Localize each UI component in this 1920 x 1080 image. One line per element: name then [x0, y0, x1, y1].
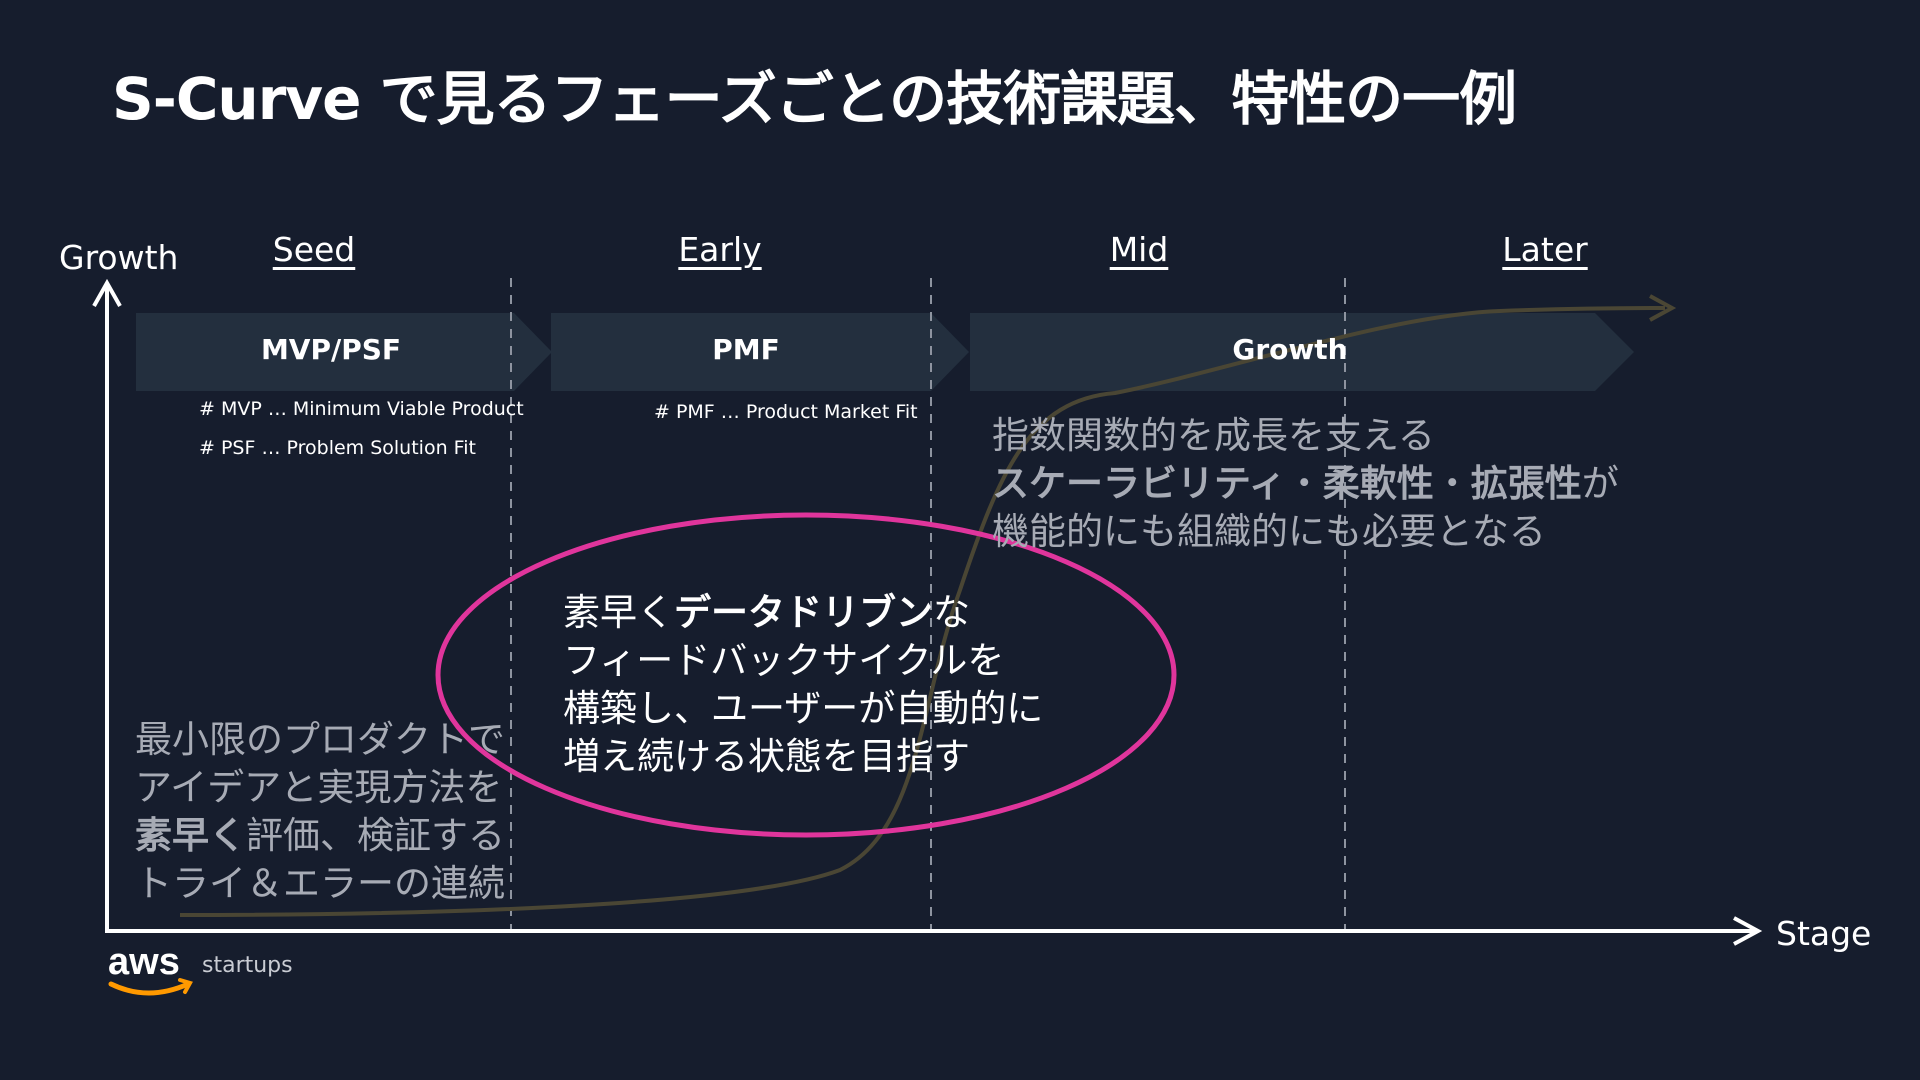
y-axis-label: Growth	[59, 238, 179, 277]
seed-line-3-bold: 素早く	[135, 814, 246, 857]
stage-label-later: Later	[1502, 230, 1588, 269]
mid-line-1: 指数関数的を成長を支える	[992, 414, 1435, 457]
mid-line-3: 機能的にも組織的にも必要となる	[992, 510, 1546, 553]
early-line-3: 構築し、ユーザーが自動的に	[563, 687, 1044, 730]
highlight-ellipse	[435, 512, 1177, 838]
seed-line-2: アイデアと実現方法を	[135, 766, 503, 809]
x-axis-label: Stage	[1776, 914, 1872, 953]
early-line-1-post: な	[933, 591, 970, 634]
chevron-growth	[970, 313, 1634, 391]
s-curve-arrowhead	[1649, 294, 1677, 322]
aws-logo-wordmark: aws	[108, 941, 180, 983]
note-pmf: # PMF … Product Market Fit	[654, 401, 918, 423]
mid-line-2-bold-2: 柔軟性	[1322, 462, 1434, 505]
stage-label-early: Early	[678, 230, 762, 269]
stage-label-mid: Mid	[1109, 230, 1169, 269]
early-description: 素早くデータドリブンな フィードバックサイクルを 構築し、ユーザーが自動的に 増…	[563, 589, 1043, 781]
chevron-mvp-psf	[136, 313, 552, 391]
s-curve-line	[179, 306, 1666, 917]
mid-line-2-bold-3: 拡張性	[1470, 462, 1582, 505]
aws-smile-icon	[108, 981, 191, 996]
phase-label-mvp-psf: MVP/PSF	[260, 333, 402, 366]
note-psf: # PSF … Problem Solution Fit	[199, 437, 476, 459]
mid-line-2-bold-1: スケーラビリティ	[992, 462, 1286, 505]
aws-logo: aws	[108, 941, 193, 996]
phase-label-pmf: PMF	[712, 333, 780, 366]
mid-line-2-sep-1: ・	[1285, 462, 1323, 505]
aws-logo-subtitle: startups	[202, 953, 293, 978]
early-line-1: 素早くデータドリブンな	[563, 589, 1043, 637]
phase-label-growth: Growth	[1232, 333, 1348, 366]
stage-label-seed: Seed	[272, 230, 356, 269]
mid-line-2: スケーラビリティ・柔軟性・拡張性が	[992, 460, 1619, 508]
seed-line-3: 素早く評価、検証する	[135, 812, 505, 860]
seed-line-3-rest: 評価、検証する	[246, 814, 505, 857]
early-line-1-bold: データドリブン	[674, 591, 933, 634]
early-line-2: フィードバックサイクルを	[563, 639, 1005, 682]
early-line-4: 増え続ける状態を目指す	[563, 735, 970, 778]
slide-title: S-Curve で見るフェーズごとの技術課題、特性の一例	[112, 65, 1517, 133]
mid-line-2-sep-2: ・	[1433, 462, 1471, 505]
y-axis-arrowhead	[92, 278, 122, 307]
seed-line-1: 最小限のプロダクトで	[135, 718, 505, 761]
mid-description: 指数関数的を成長を支える スケーラビリティ・柔軟性・拡張性が 機能的にも組織的に…	[992, 412, 1619, 556]
mid-line-2-post: が	[1581, 462, 1619, 505]
early-line-1-pre: 素早く	[563, 591, 674, 634]
note-mvp: # MVP … Minimum Viable Product	[199, 398, 524, 420]
chevron-pmf	[551, 313, 969, 391]
x-axis-arrowhead	[1733, 916, 1763, 946]
seed-description: 最小限のプロダクトで アイデアと実現方法を 素早く評価、検証する トライ＆エラー…	[135, 716, 505, 908]
aws-smile-arrow-icon	[178, 978, 193, 994]
seed-line-4: トライ＆エラーの連続	[135, 862, 505, 905]
